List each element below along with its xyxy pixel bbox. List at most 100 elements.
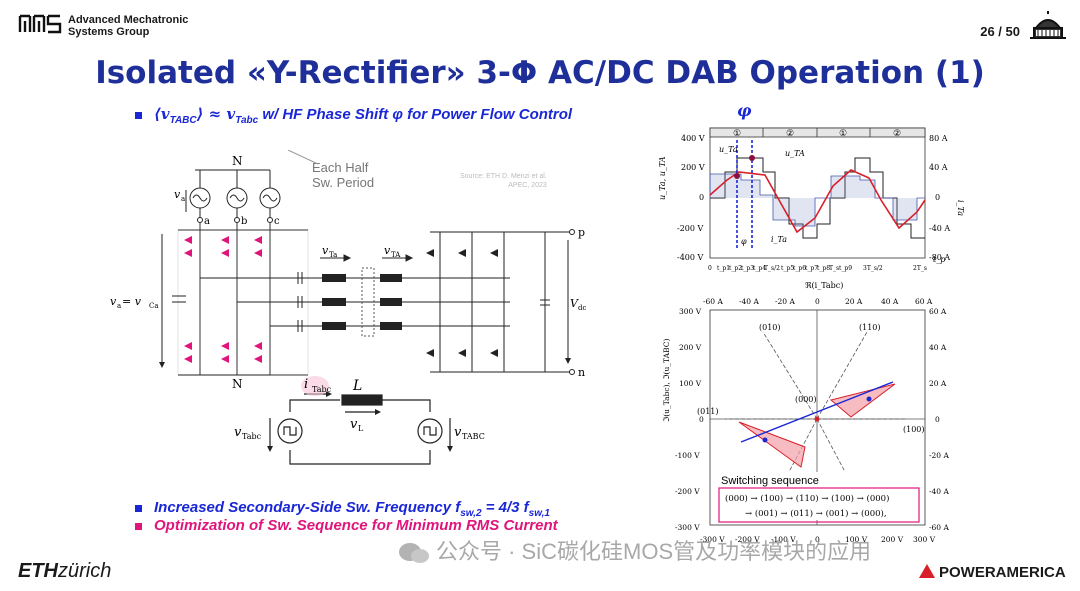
svg-text:TABC: TABC xyxy=(462,432,485,441)
svg-text:40 A: 40 A xyxy=(929,343,947,352)
bullet-sw-sequence: Optimization of Sw. Sequence for Minimum… xyxy=(135,517,558,534)
ita-curve-label: i_Ta xyxy=(771,235,787,244)
vdc-label: V xyxy=(570,297,579,310)
region-1b: ① xyxy=(839,129,847,139)
svg-text:100 V: 100 V xyxy=(679,379,702,388)
page-number: 26 / 50 xyxy=(980,24,1020,39)
uta-secondary-curve-label: u_TA xyxy=(785,149,805,158)
svg-text:200 V: 200 V xyxy=(679,343,702,352)
secondary-bridge xyxy=(430,231,570,373)
svg-text:300 V: 300 V xyxy=(913,535,936,544)
phasor-top-axis-label: ℜ(i_Tabc) xyxy=(805,281,843,290)
svg-text:t_p4: t_p4 xyxy=(753,265,766,272)
svg-text:(100): (100) xyxy=(903,425,925,434)
svg-text:-40 A: -40 A xyxy=(929,487,949,496)
group-line-1: Advanced Mechatronic xyxy=(68,14,189,26)
svg-text:T_s/2: T_s/2 xyxy=(764,265,780,272)
phasor-left-axis-label: ℑ(u_Tabc), ℑ(u_TABC) xyxy=(662,339,671,422)
svg-text:200 V: 200 V xyxy=(881,535,904,544)
sequence-title: Switching sequence xyxy=(721,475,819,487)
svg-text:-200 V: -200 V xyxy=(735,535,760,544)
bullet-square-icon xyxy=(135,522,142,530)
transformer-lines xyxy=(200,272,510,332)
vtabc-primary-label: v xyxy=(234,425,242,440)
transformer-cores xyxy=(322,274,402,330)
svg-text:2T_s: 2T_s xyxy=(913,265,927,272)
svg-text:dc: dc xyxy=(578,304,586,312)
slide-title: Isolated «Y-Rectifier» 3-Φ AC/DC DAB Ope… xyxy=(95,55,985,91)
svg-text:-40 A: -40 A xyxy=(739,297,759,306)
svg-text:t_p6: t_p6 xyxy=(793,265,806,272)
svg-text:-40 A: -40 A xyxy=(929,224,950,233)
n-terminal-label: n xyxy=(578,366,585,379)
phasor-plot: -60 A -40 A -20 A 0 20 A 40 A 60 A 300 V… xyxy=(662,297,949,544)
wechat-icon xyxy=(398,540,430,566)
va-label: v xyxy=(174,188,181,201)
svg-text:Tabc: Tabc xyxy=(312,385,332,394)
svg-text:300 V: 300 V xyxy=(679,307,702,316)
svg-text:60 A: 60 A xyxy=(929,307,947,316)
bullet-square-icon xyxy=(135,111,142,119)
svg-text:t_p2: t_p2 xyxy=(729,265,742,272)
group-line-2: Systems Group xyxy=(68,26,150,38)
svg-text:0: 0 xyxy=(699,415,704,424)
bullet-sw-frequency: Increased Secondary-Side Sw. Frequency f… xyxy=(135,499,550,519)
svg-text:L: L xyxy=(358,424,364,433)
watermark: 公众号 · SiC碳化硅MOS管及功率模块的应用 xyxy=(398,534,871,566)
vl-label: v xyxy=(350,417,358,432)
svg-text:Ca: Ca xyxy=(149,302,159,310)
switch-diodes-top xyxy=(184,236,262,363)
ams-logo xyxy=(18,12,62,39)
svg-text:t_p7: t_p7 xyxy=(805,265,818,272)
n-top-label: N xyxy=(232,154,243,168)
svg-text:40 A: 40 A xyxy=(929,163,948,172)
svg-text:Ta: Ta xyxy=(329,251,337,259)
y-right-axis-label: i_Ta xyxy=(956,200,965,216)
svg-text:-300 V: -300 V xyxy=(675,523,700,532)
svg-text:80 A: 80 A xyxy=(929,134,948,143)
svg-text:-200 V: -200 V xyxy=(675,487,700,496)
y-left-axis-label: u_Ta, u_TA xyxy=(658,156,667,200)
svg-text:100 V: 100 V xyxy=(845,535,868,544)
poweramerica-logo: POWERAMERICA xyxy=(918,563,1066,583)
svg-text:t_p8: t_p8 xyxy=(817,265,830,272)
svg-text:-20 A: -20 A xyxy=(775,297,795,306)
svg-text:0: 0 xyxy=(708,265,712,272)
inductor-label: L xyxy=(352,378,362,394)
phasor-bottom-ticks: -300 V -200 V -100 V 0 100 V 200 V 300 V xyxy=(700,535,936,544)
svg-text:-100 V: -100 V xyxy=(771,535,796,544)
svg-text:(011): (011) xyxy=(697,407,719,416)
phi-label: φ xyxy=(737,101,752,120)
svg-text:0: 0 xyxy=(815,535,820,544)
vtabc-secondary-label: v xyxy=(454,425,462,440)
svg-text:TA: TA xyxy=(391,251,401,259)
phasor-right-ticks: 60 A 40 A 20 A 0 -20 A -40 A -60 A xyxy=(929,307,949,532)
svg-text:0: 0 xyxy=(815,297,820,306)
svg-text:400 V: 400 V xyxy=(681,134,705,143)
svg-text:40 A: 40 A xyxy=(881,297,899,306)
ita-current xyxy=(709,169,926,234)
svg-text:0: 0 xyxy=(935,415,940,424)
sequence-line-1: (000) → (100) → (110) → (100) → (000) xyxy=(725,493,889,504)
svg-text:3T_s/2: 3T_s/2 xyxy=(863,265,883,272)
svg-text:t_p1: t_p1 xyxy=(717,265,730,272)
region-2a: ② xyxy=(786,129,794,139)
svg-text:(000): (000) xyxy=(795,395,817,404)
svg-text:-60 A: -60 A xyxy=(929,523,949,532)
node-a-label: a xyxy=(204,216,210,227)
svg-text:= v: = v xyxy=(122,295,142,308)
svg-text:0: 0 xyxy=(935,193,940,202)
state-labels: (010) (110) (000) (011) (100) xyxy=(697,323,925,434)
bullet-phase-shift: ⟨vTABC⟩ ≈ vTabc w/ HF Phase Shift φ for … xyxy=(135,105,572,126)
svg-text:t_p9: t_p9 xyxy=(839,265,852,272)
eth-zurich-logo: ETHzürich xyxy=(18,560,112,582)
note-pointer xyxy=(287,150,319,165)
vta-secondary-label: v xyxy=(384,244,391,257)
bullet-square-icon xyxy=(135,504,142,512)
waveform-plot: φ ① ② ① ② 400 V 200 V 0 -200 V -400 V 80… xyxy=(658,101,965,290)
ams-logo-icon xyxy=(18,14,62,34)
svg-text:t_p5: t_p5 xyxy=(781,265,794,272)
svg-text:T_s: T_s xyxy=(829,265,839,272)
svg-text:-100 V: -100 V xyxy=(675,451,700,460)
svg-text:-400 V: -400 V xyxy=(677,253,704,262)
